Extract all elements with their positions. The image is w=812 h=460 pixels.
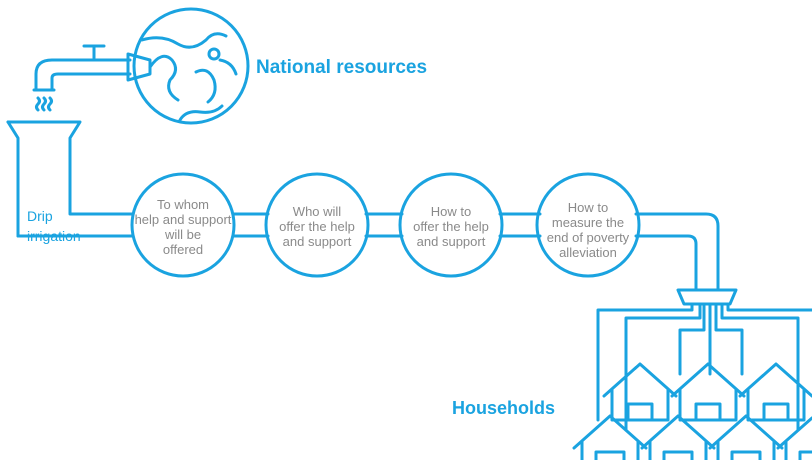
pipeline (6, 120, 720, 292)
drip-label-line2: irrigation (27, 228, 81, 244)
drip-irrigation-label: Drip irrigation (27, 206, 107, 246)
step-3-line2: offer the help (413, 219, 489, 234)
step-3-line1: How to (430, 204, 472, 219)
drip-label-line1: Drip (27, 208, 53, 224)
step-4-text: How to measure the end of poverty allevi… (533, 200, 643, 260)
step-4-line2: measure the (551, 215, 625, 230)
step-4-line1: How to (567, 200, 609, 215)
step-2-line3: and support (282, 234, 352, 249)
step-1-line3: will be (164, 227, 202, 242)
houses-icon (572, 362, 812, 460)
step-3-line3: and support (416, 234, 486, 249)
step-1-line1: To whom (156, 197, 210, 212)
step-circle-3 (398, 172, 504, 278)
national-resources-label: National resources (256, 57, 428, 78)
step-1-line4: offered (162, 242, 204, 257)
households-label: Households (452, 398, 556, 418)
step-3-text: How to offer the help and support (396, 204, 506, 249)
globe-icon (132, 7, 250, 125)
step-circle-1 (130, 172, 236, 278)
step-2-text: Who will offer the help and support (262, 204, 372, 249)
step-2-line2: offer the help (279, 219, 355, 234)
step-4-line3: end of poverty (546, 230, 630, 245)
step-1-line2: help and support (134, 212, 232, 227)
step-circle-2 (264, 172, 370, 278)
water-flow-icon (35, 96, 53, 112)
step-1-text: To whom help and support will be offered (128, 197, 238, 257)
step-circle-4 (535, 172, 641, 278)
sprinkler-head-icon (596, 288, 812, 432)
step-2-line1: Who will (292, 204, 342, 219)
faucet-icon (32, 44, 152, 92)
step-4-line4: alleviation (559, 245, 617, 260)
